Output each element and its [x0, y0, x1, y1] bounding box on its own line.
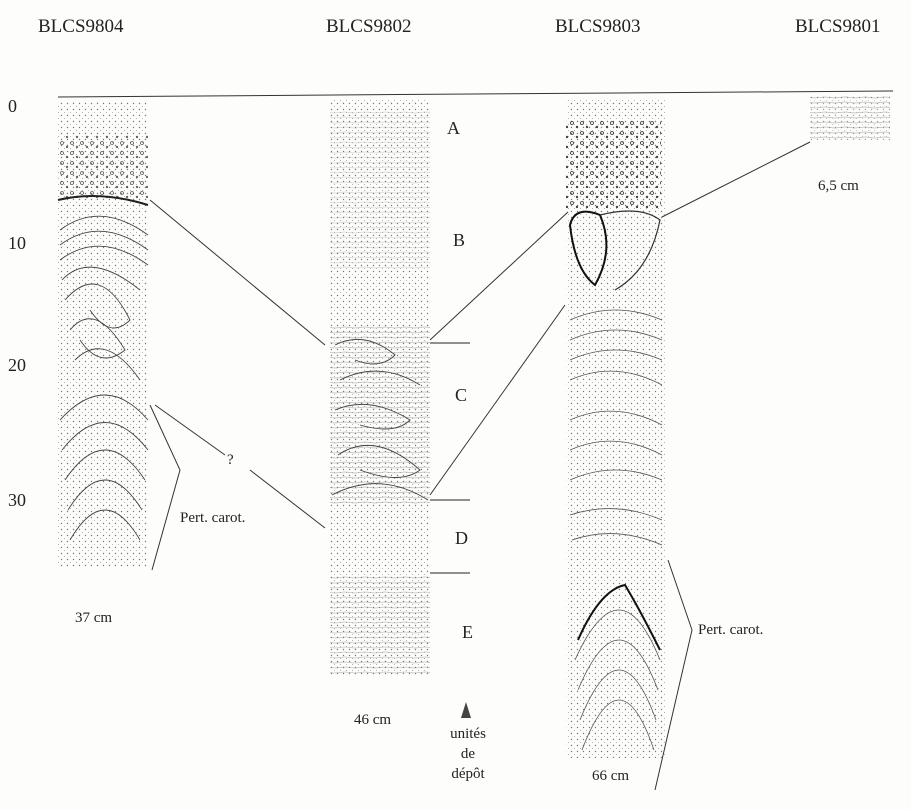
units-caption-line-2: de [443, 744, 493, 764]
up-arrow-icon [461, 702, 471, 718]
uncertain-mark: ? [227, 452, 234, 469]
unit-label-b: B [453, 230, 465, 251]
core-loss-label-left: Pert. carot. [180, 510, 245, 527]
unit-label-d: D [455, 528, 468, 549]
core-blcs9803 [566, 98, 666, 758]
core-blcs9801 [810, 95, 890, 140]
core-length-blcs9801: 6,5 cm [818, 178, 859, 195]
core-blcs9802 [330, 100, 430, 675]
correlation-lines [150, 142, 810, 528]
core-loss-bracket-left [150, 405, 180, 570]
core-length-blcs9802: 46 cm [354, 712, 391, 729]
unit-label-c: C [455, 385, 467, 406]
units-caption-line-1: unités [443, 724, 493, 744]
core-loss-label-right: Pert. carot. [698, 622, 763, 639]
core-length-blcs9804: 37 cm [75, 610, 112, 627]
core-blcs9804 [58, 102, 148, 567]
surface-line [58, 91, 893, 97]
units-caption-line-3: dépôt [443, 764, 493, 784]
unit-label-e: E [462, 622, 473, 643]
core-length-blcs9803: 66 cm [592, 768, 629, 785]
unit-label-a: A [447, 118, 460, 139]
